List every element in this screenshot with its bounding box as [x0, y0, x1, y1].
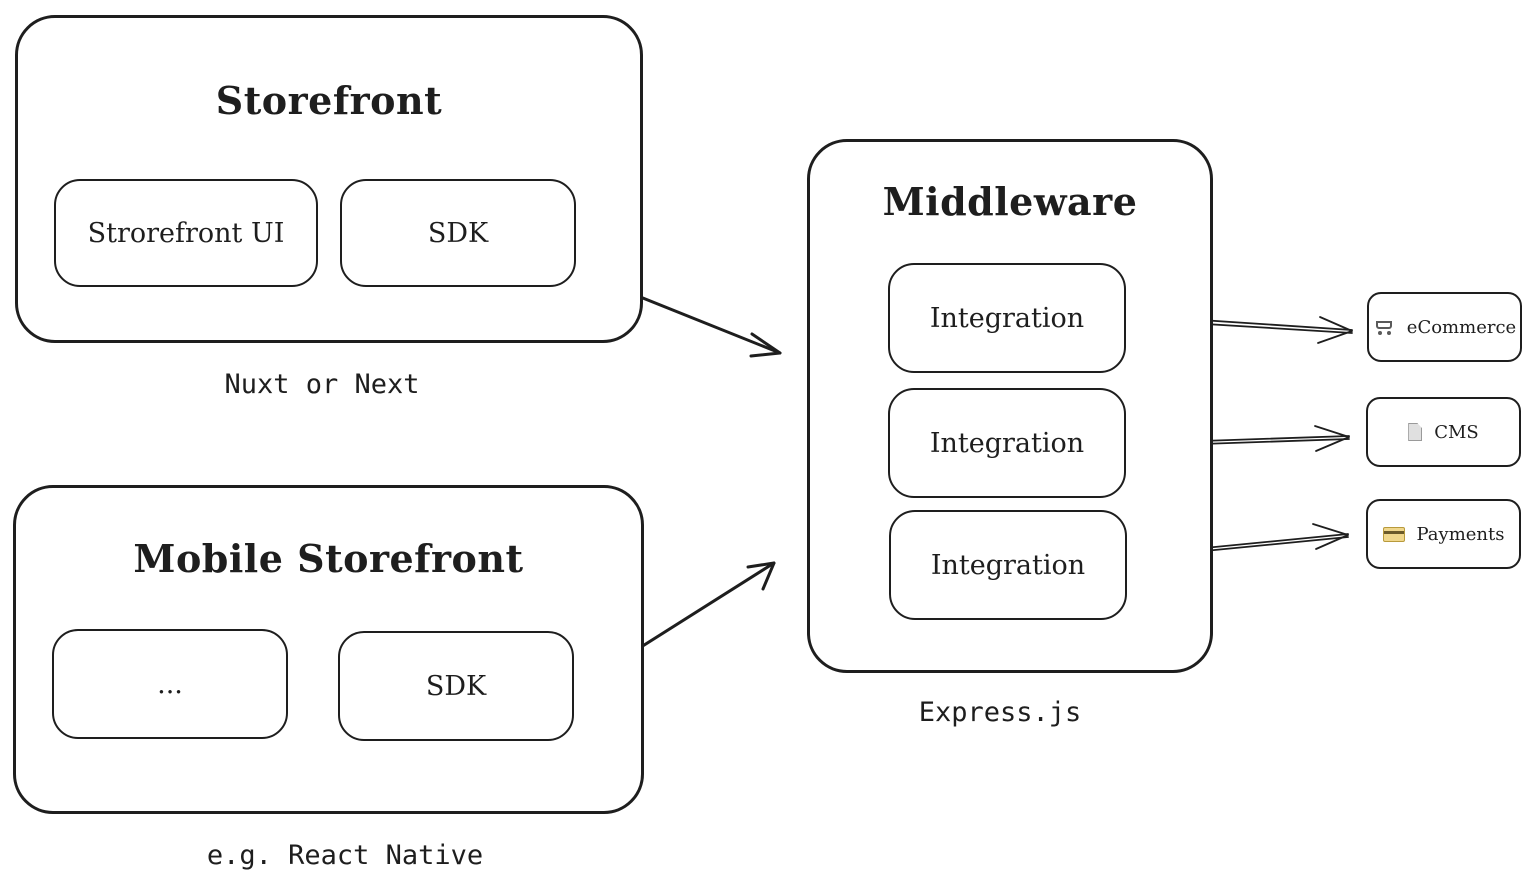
integration-box-3: Integration: [889, 510, 1127, 620]
mobile-sdk-label: SDK: [425, 670, 487, 702]
integration-box-2: Integration: [888, 388, 1126, 498]
storefront-container: Storefront Strorefront UI SDK: [15, 15, 643, 343]
service-ecommerce: eCommerce: [1367, 292, 1522, 362]
credit-card-icon: [1382, 526, 1405, 542]
integration-box-1: Integration: [888, 263, 1126, 373]
integration-label-3: Integration: [930, 549, 1086, 581]
middleware-container: Middleware Integration Integration Integ…: [807, 139, 1213, 673]
service-payments-label: Payments: [1416, 523, 1505, 545]
storefront-ui-box: Strorefront UI: [54, 179, 318, 287]
middleware-caption: Express.js: [918, 697, 1082, 728]
document-icon: [1408, 423, 1423, 441]
mobile-sdk-box: SDK: [338, 631, 574, 741]
service-cms: CMS: [1366, 397, 1521, 467]
mobile-ui-box: ...: [52, 629, 288, 739]
storefront-sdk-box: SDK: [340, 179, 576, 287]
storefront-caption: Nuxt or Next: [224, 369, 420, 400]
service-ecommerce-label: eCommerce: [1406, 316, 1517, 338]
storefront-ui-label: Strorefront UI: [87, 217, 285, 249]
integration-label-2: Integration: [929, 427, 1085, 459]
integration-label-1: Integration: [929, 302, 1085, 334]
cart-icon: [1373, 319, 1395, 335]
storefront-sdk-label: SDK: [427, 217, 489, 249]
mobile-storefront-title: Mobile Storefront: [133, 536, 524, 581]
mobile-ui-label: ...: [157, 668, 183, 700]
storefront-title: Storefront: [215, 78, 443, 123]
middleware-title: Middleware: [882, 179, 1138, 224]
service-payments: Payments: [1366, 499, 1521, 569]
mobile-caption: e.g. React Native: [206, 840, 484, 871]
mobile-storefront-container: Mobile Storefront ... SDK: [13, 485, 644, 814]
service-cms-label: CMS: [1434, 421, 1479, 443]
